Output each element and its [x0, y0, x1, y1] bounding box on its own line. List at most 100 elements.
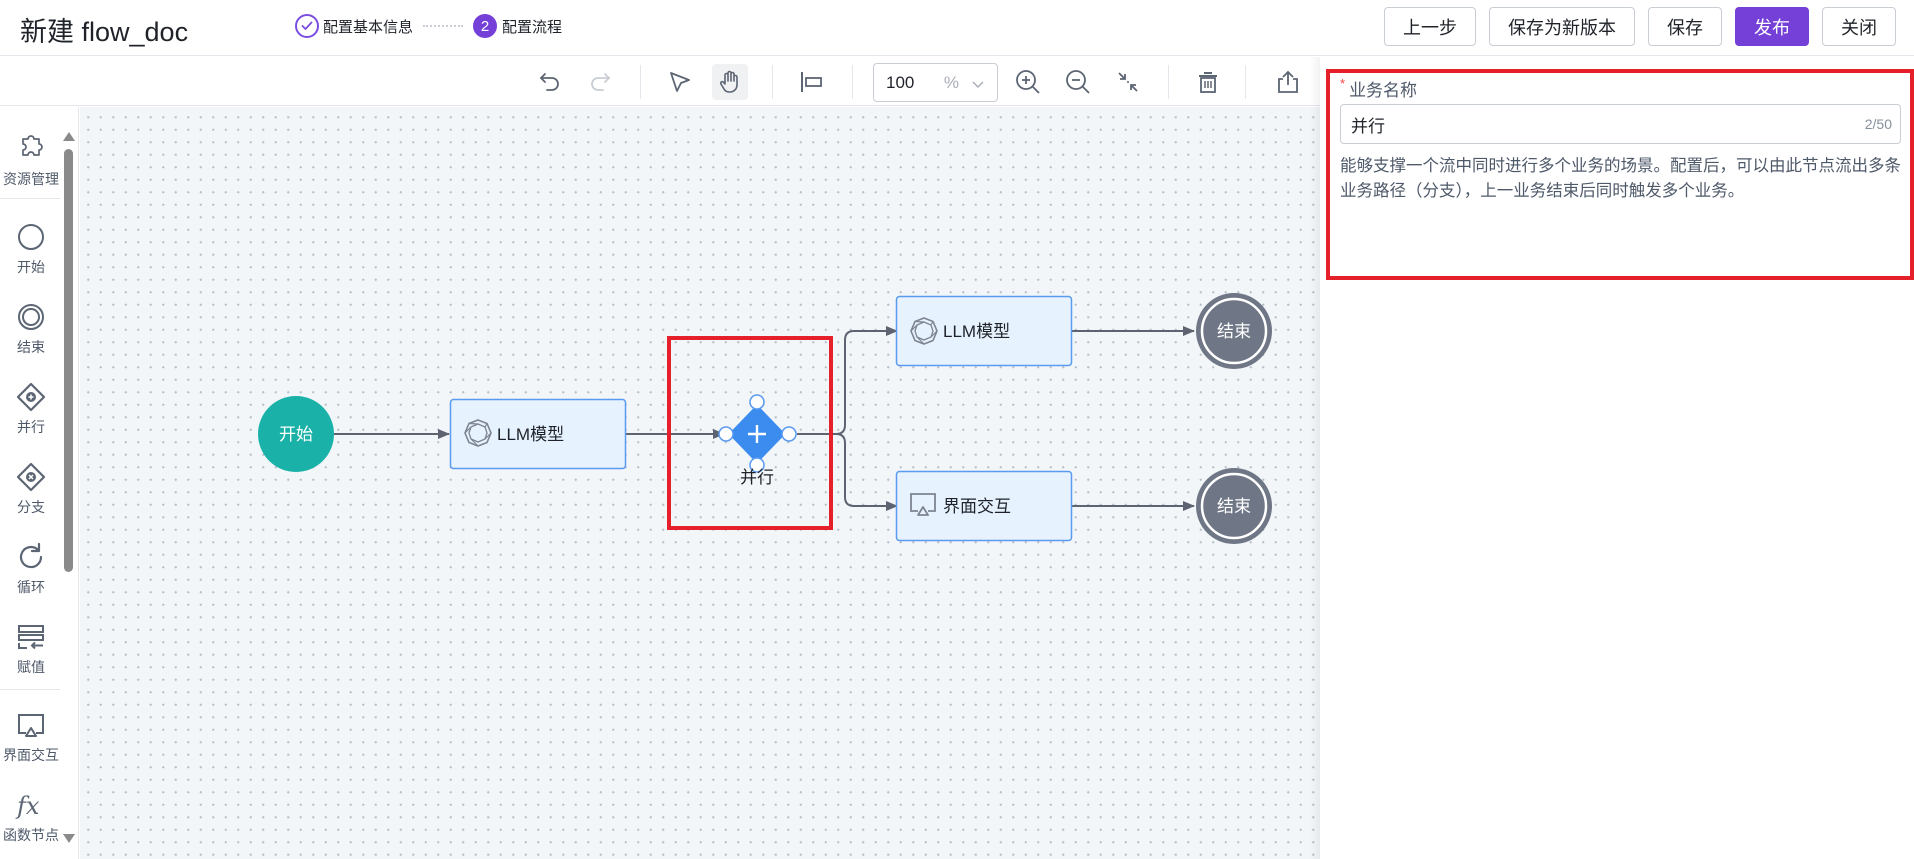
ui-interaction-node-label: 界面交互	[943, 497, 1011, 516]
start-node[interactable]: 开始	[258, 396, 334, 472]
palette-item-ui-interaction[interactable]: 界面交互	[0, 709, 62, 765]
palette-label: 结束	[17, 339, 45, 355]
align-left-icon[interactable]	[793, 64, 829, 100]
palette-item-loop[interactable]: 循环	[0, 541, 62, 597]
palette-item-branch[interactable]: 分支	[0, 461, 62, 517]
edge-parallel-ui[interactable]	[835, 433, 898, 511]
start-node-label: 开始	[279, 425, 313, 444]
page-title: 新建 flow_doc	[20, 17, 189, 47]
monitor-icon	[910, 493, 936, 516]
palette-item-end[interactable]: 结束	[0, 301, 62, 357]
connection-handle-top[interactable]	[749, 394, 765, 410]
business-name-label: *业务名称	[1340, 76, 1417, 101]
publish-button[interactable]: 发布	[1735, 7, 1809, 46]
palette-item-start[interactable]: 开始	[0, 221, 62, 277]
llm-icon	[910, 317, 938, 345]
palette-label: 并行	[17, 419, 45, 435]
double-circle-icon	[18, 304, 44, 330]
check-icon	[295, 14, 319, 38]
business-name-input[interactable]: 并行 2/50	[1340, 104, 1901, 144]
toolbar-divider	[772, 65, 773, 99]
redo-icon[interactable]	[582, 64, 618, 100]
monitor-icon	[18, 714, 44, 737]
palette-divider	[0, 689, 60, 690]
svg-text:fx: fx	[15, 792, 40, 820]
step-indicator: 配置基本信息 2 配置流程	[295, 14, 562, 38]
palette-item-assign[interactable]: 赋值	[0, 621, 62, 677]
toolbar-divider	[852, 65, 853, 99]
flow-diagram: 开始 LLM模型 并行	[258, 293, 1272, 544]
canvas-toolbar: 100 %	[0, 57, 1320, 106]
palette-label: 开始	[17, 259, 45, 275]
panel-highlight-box	[1326, 69, 1914, 280]
end-node-2-label: 结束	[1217, 497, 1251, 516]
required-mark: *	[1340, 76, 1346, 91]
zoom-unit: %	[943, 72, 959, 92]
delete-icon[interactable]	[1190, 64, 1226, 100]
fit-view-icon[interactable]	[1110, 64, 1146, 100]
palette-scrollbar[interactable]	[64, 149, 73, 572]
page-header: 新建 flow_doc 配置基本信息 2 配置流程 上一步 保存为新版本 保存 …	[0, 0, 1914, 56]
palette-label: 资源管理	[3, 171, 59, 187]
char-count: 2/50	[1864, 116, 1892, 132]
llm-icon	[464, 419, 492, 447]
zoom-in-icon[interactable]	[1010, 64, 1046, 100]
undo-icon[interactable]	[532, 64, 568, 100]
end-node-1-label: 结束	[1217, 322, 1251, 341]
diamond-plus-icon	[16, 382, 46, 412]
selection-highlight-box	[667, 336, 833, 530]
edge-parallel-llm2[interactable]	[797, 326, 898, 435]
palette-item-parallel[interactable]: 并行	[0, 381, 62, 437]
palette-item-function[interactable]: fx 函数节点	[0, 791, 62, 845]
toolbar-divider	[1245, 65, 1246, 99]
refresh-icon	[19, 542, 43, 569]
palette-label: 赋值	[17, 659, 45, 675]
scroll-up-arrow[interactable]	[63, 132, 75, 141]
properties-panel	[1320, 57, 1914, 859]
save-new-version-button[interactable]: 保存为新版本	[1489, 7, 1635, 46]
diamond-x-icon	[16, 462, 46, 492]
end-node-1[interactable]: 结束	[1196, 293, 1272, 369]
export-icon[interactable]	[1270, 64, 1306, 100]
parallel-gateway-label: 并行	[740, 468, 774, 487]
function-icon: fx	[15, 792, 40, 820]
palette-divider	[0, 198, 60, 199]
llm-node-1[interactable]: LLM模型	[449, 398, 627, 470]
palette-label: 分支	[17, 499, 45, 515]
pan-hand-icon[interactable]	[712, 64, 748, 100]
puzzle-icon	[22, 135, 43, 156]
scroll-down-arrow[interactable]	[63, 834, 75, 843]
node-description: 能够支撑一个流中同时进行多个业务的场景。配置后，可以由此节点流出多条业务路径（分…	[1340, 157, 1901, 200]
llm-node-1-label: LLM模型	[497, 425, 564, 444]
assign-icon	[18, 625, 44, 650]
ui-interaction-node[interactable]: 界面交互	[895, 470, 1073, 542]
connection-handle-left[interactable]	[718, 426, 734, 442]
node-palette: 资源管理 开始 结束 并行 分支 循环 赋值 界面交互 fx 函数节点	[0, 107, 79, 859]
prev-step-button[interactable]: 上一步	[1384, 7, 1476, 46]
parallel-gateway-node[interactable]: 并行	[718, 394, 797, 487]
palette-label: 函数节点	[3, 827, 59, 843]
connection-handle-right[interactable]	[781, 426, 797, 442]
flow-canvas[interactable]: 开始 LLM模型 并行	[80, 107, 1320, 859]
close-button[interactable]: 关闭	[1822, 7, 1896, 46]
palette-item-resource-manager[interactable]: 资源管理	[0, 131, 62, 189]
connection-handle-bottom[interactable]	[749, 457, 765, 473]
palette-label: 界面交互	[3, 747, 59, 763]
toolbar-divider	[1168, 65, 1169, 99]
llm-node-2[interactable]: LLM模型	[895, 295, 1073, 367]
step-2-label[interactable]: 配置流程	[502, 18, 563, 36]
zoom-out-icon[interactable]	[1060, 64, 1096, 100]
zoom-level-value: 100	[886, 72, 915, 92]
step-connector	[423, 25, 464, 27]
business-name-label-text: 业务名称	[1349, 81, 1418, 100]
palette-label: 循环	[17, 579, 45, 595]
zoom-level-select[interactable]: 100 %	[873, 63, 998, 102]
step-2-number: 2	[473, 14, 498, 38]
toolbar-divider	[640, 65, 641, 99]
llm-node-2-label: LLM模型	[943, 322, 1010, 341]
select-pointer-icon[interactable]	[662, 64, 698, 100]
save-button[interactable]: 保存	[1648, 7, 1722, 46]
end-node-2[interactable]: 结束	[1196, 468, 1272, 544]
step-1-label[interactable]: 配置基本信息	[323, 18, 414, 36]
chevron-down-icon	[971, 76, 985, 96]
